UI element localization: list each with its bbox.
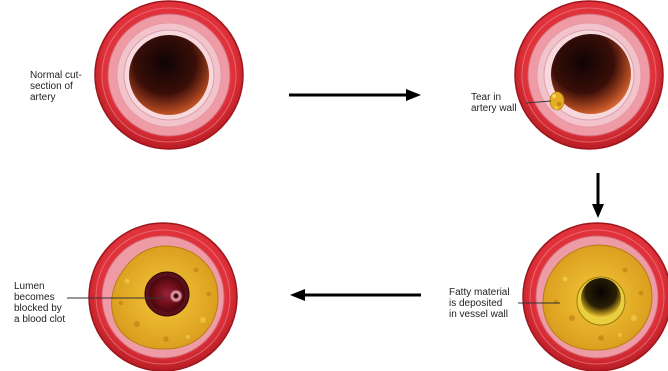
artery-normal [95, 1, 243, 149]
artery-clot [89, 223, 237, 371]
arrow-down [592, 173, 604, 218]
label-tear-artery-wall: Tear in artery wall [471, 92, 531, 114]
label-fatty-material: Fatty material is deposited in vessel wa… [449, 287, 529, 320]
label-normal-artery: Normal cut- section of artery [30, 70, 100, 103]
artery-tear [515, 1, 663, 149]
arrow-right [289, 89, 421, 101]
label-blood-clot: Lumen becomes blocked by a blood clot [14, 281, 74, 325]
tear-deposit [550, 92, 564, 110]
artery-fatty [523, 223, 668, 371]
arrow-left [290, 289, 421, 301]
